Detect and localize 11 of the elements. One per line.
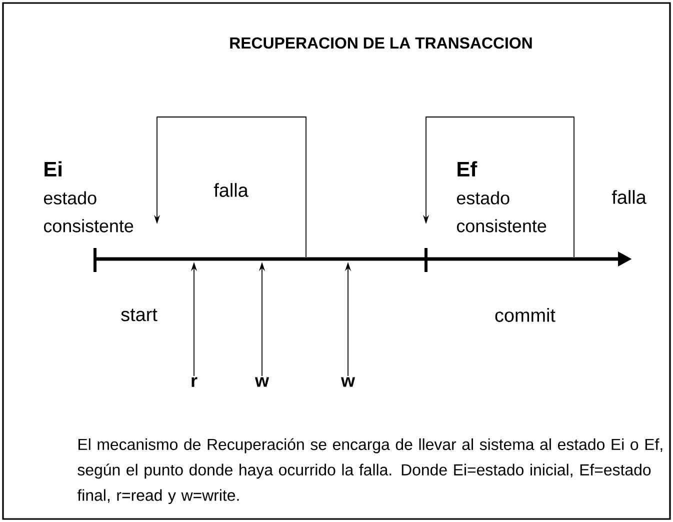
operation-label: w xyxy=(254,377,270,387)
text-label: commit xyxy=(495,308,556,322)
text-label: falla xyxy=(214,183,248,197)
operation-label: r xyxy=(192,377,198,387)
text-label: start xyxy=(121,308,158,322)
title: RECUPERACION DE LA TRANSACCION xyxy=(230,37,532,49)
caption: El mecanismo de Recuperación se encarga de llevar al sistema al estado Ei o Ef, según el punto donde haya ocurrido la falla. Donde Ei=estado inicial, Ef=estado final, r=read y w=write. xyxy=(77,438,662,504)
text-label: falla xyxy=(612,190,646,204)
state-label: Ef estado consistente xyxy=(456,161,546,232)
state-label: Ei estado consistente xyxy=(44,161,134,232)
operation-label: w xyxy=(340,377,356,387)
